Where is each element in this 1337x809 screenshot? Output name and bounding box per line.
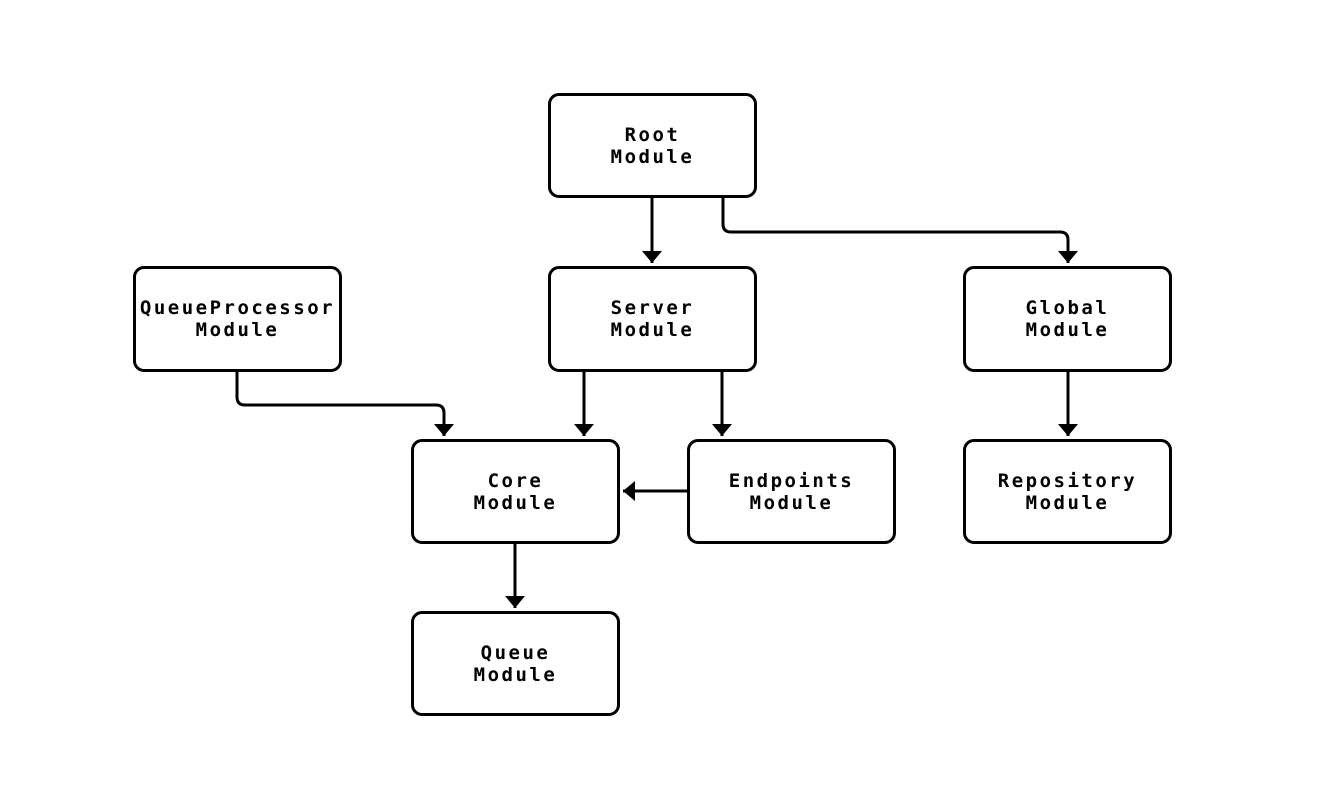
node-endpoints-module-label: Endpoints Module — [728, 469, 855, 514]
node-repository-module-label: Repository Module — [997, 469, 1138, 514]
node-server-module: Server Module — [548, 266, 757, 372]
node-endpoints-module: Endpoints Module — [687, 439, 896, 544]
node-repository-module: Repository Module — [963, 439, 1172, 544]
edge-root-to-global — [721, 197, 1078, 263]
node-queue-module-label: Queue Module — [473, 641, 558, 686]
node-root-module-label: Root Module — [610, 123, 695, 168]
node-core-module: Core Module — [411, 439, 620, 544]
node-queueprocessor-module-label: QueueProcessor Module — [139, 297, 336, 341]
node-global-module: Global Module — [963, 266, 1172, 372]
edge-queueprocessor-to-core — [235, 372, 454, 436]
node-queueprocessor-module: QueueProcessor Module — [133, 266, 342, 372]
node-queue-module: Queue Module — [411, 611, 620, 716]
node-server-module-label: Server Module — [610, 297, 695, 341]
node-root-module: Root Module — [548, 93, 757, 198]
node-global-module-label: Global Module — [1025, 297, 1110, 341]
node-core-module-label: Core Module — [473, 469, 558, 514]
